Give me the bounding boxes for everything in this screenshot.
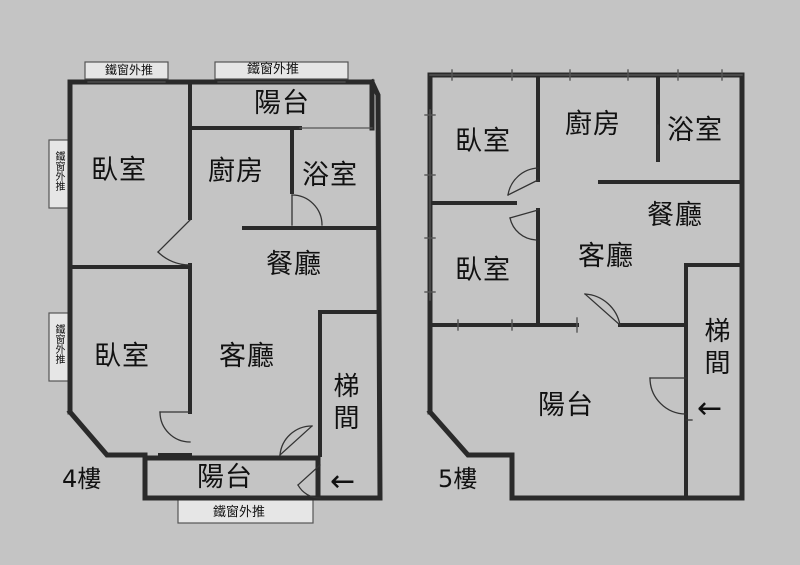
bathroom-4f: 浴室 bbox=[302, 160, 358, 191]
floor-label-5f: 5樓 bbox=[438, 465, 478, 493]
stairwell-4f: 梯間 bbox=[329, 372, 359, 436]
window-label-top-right-4f: 鐵窗外推 bbox=[247, 62, 300, 77]
stair-arrow-5f: ← bbox=[697, 391, 723, 426]
floor-label-4f: 4樓 bbox=[62, 465, 102, 493]
window-boxes-4f bbox=[48, 61, 349, 524]
kitchen-4f: 廚房 bbox=[208, 156, 264, 187]
window-lines-4f bbox=[87, 81, 373, 129]
floor-4-plan bbox=[48, 61, 383, 524]
stairwell-5f: 梯間 bbox=[700, 317, 730, 381]
kitchen-5f: 廚房 bbox=[565, 109, 621, 140]
dining-5f: 餐廳 bbox=[647, 200, 703, 231]
window-label-left-upper-4f: 鐵窗外推 bbox=[53, 151, 64, 191]
door-swings-4f bbox=[157, 194, 323, 499]
bathroom-5f: 浴室 bbox=[667, 115, 723, 146]
inner-walls-4f bbox=[68, 80, 380, 457]
door-swings-5f bbox=[507, 124, 693, 421]
bedroom-bottom-4f: 臥室 bbox=[94, 341, 150, 372]
window-label-top-left-4f: 鐵窗外推 bbox=[105, 63, 154, 77]
living-4f: 客廳 bbox=[219, 341, 275, 372]
balcony-5f: 陽台 bbox=[538, 390, 594, 421]
window-lines-5f bbox=[424, 69, 743, 333]
window-label-left-lower-4f: 鐵窗外推 bbox=[53, 324, 64, 364]
bedroom-top-4f: 臥室 bbox=[91, 155, 147, 186]
floor-5-plan bbox=[424, 69, 745, 501]
balcony-bottom-4f: 陽台 bbox=[197, 462, 253, 493]
bedroom-top-5f: 臥室 bbox=[455, 126, 511, 157]
dining-4f: 餐廳 bbox=[266, 249, 322, 280]
balcony-top-4f: 陽台 bbox=[254, 88, 310, 119]
bedroom-bottom-5f: 臥室 bbox=[455, 255, 511, 286]
stair-arrow-4f: ← bbox=[330, 464, 356, 499]
living-5f: 客廳 bbox=[578, 241, 634, 272]
window-label-bottom-4f: 鐵窗外推 bbox=[213, 505, 266, 520]
